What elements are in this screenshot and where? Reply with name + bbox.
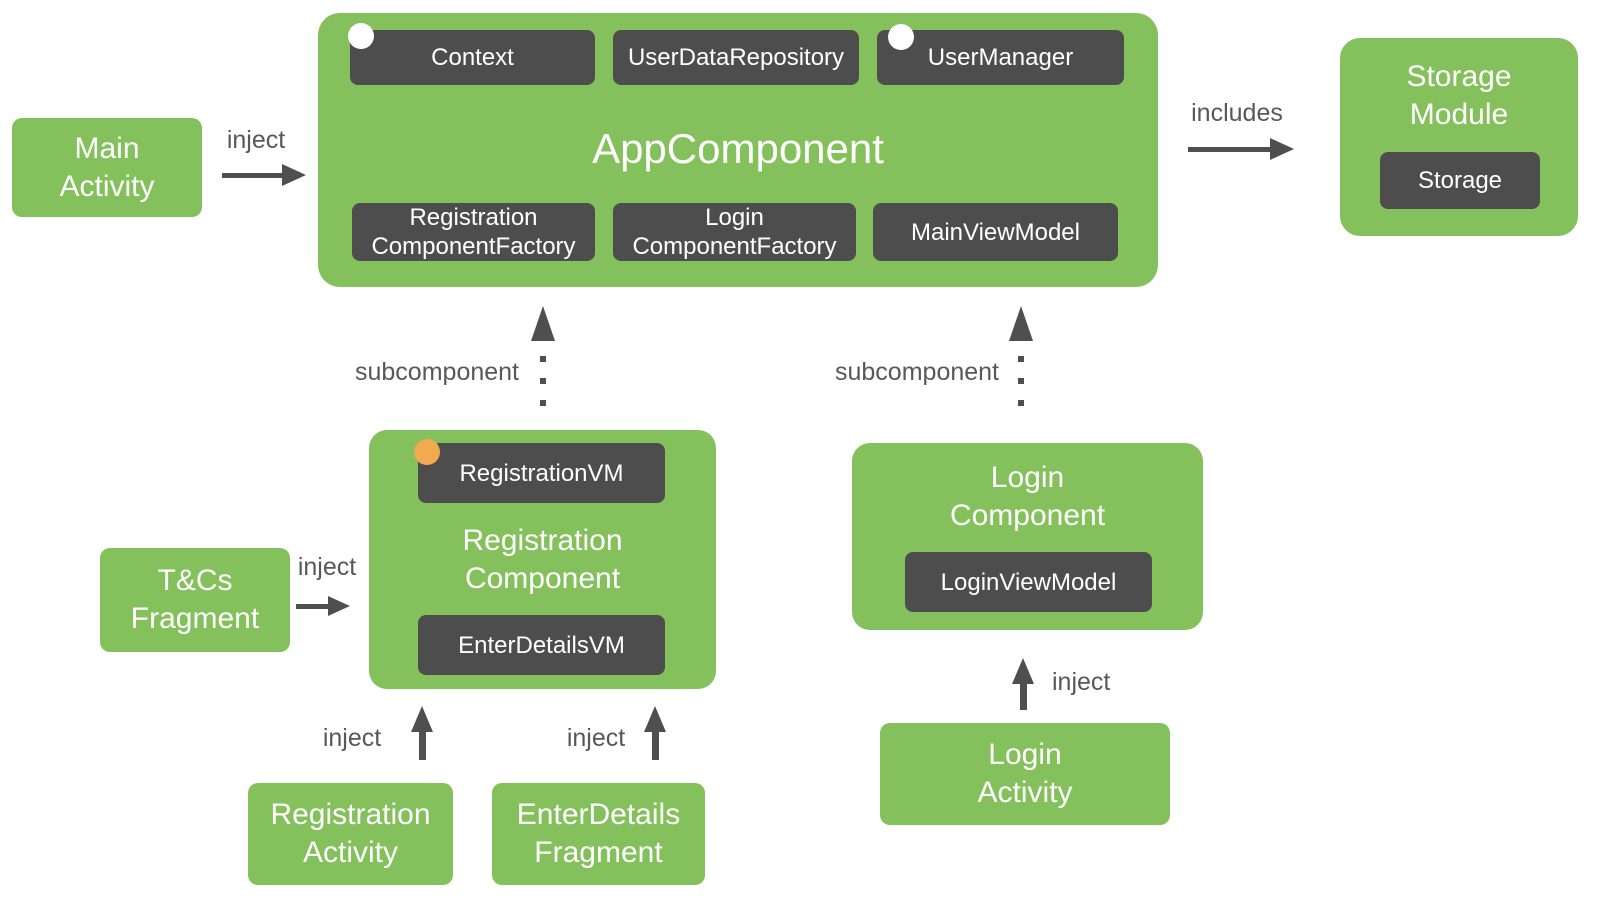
arrow-line xyxy=(1020,684,1027,710)
node-main-view-model: MainViewModel xyxy=(873,203,1118,261)
arrow-head-right-icon xyxy=(282,164,306,186)
node-app-component-title: AppComponent xyxy=(592,125,884,172)
dash-dot xyxy=(1018,378,1024,384)
node-login-view-model: LoginViewModel xyxy=(905,552,1152,612)
dash-dot xyxy=(540,356,546,362)
node-registration-component: RegistrationVM Registration Component En… xyxy=(369,430,716,689)
node-context: Context xyxy=(350,30,595,85)
node-login-view-model-label: LoginViewModel xyxy=(940,568,1117,596)
login-component-label-line2: Component xyxy=(949,499,1106,532)
node-app-component: Context UserDataRepository UserManager A… xyxy=(318,13,1158,287)
edge-label-subcomponent-left: subcomponent xyxy=(355,358,520,386)
node-enter-details-vm: EnterDetailsVM xyxy=(418,615,665,675)
edge-label-includes: includes xyxy=(1191,99,1283,127)
node-main-activity-label-line1: Main xyxy=(74,131,140,165)
enter-details-fragment-label-line1: EnterDetails xyxy=(516,798,681,831)
storage-module-label-line1: Storage xyxy=(1406,60,1512,93)
node-user-manager: UserManager xyxy=(877,30,1124,85)
node-registration-vm-label: RegistrationVM xyxy=(459,459,624,487)
activity-scope-dot-icon xyxy=(414,439,440,465)
dash-dot xyxy=(1018,400,1024,406)
node-registration-vm: RegistrationVM xyxy=(418,443,665,503)
edge-label-subcomponent-right: subcomponent xyxy=(835,358,1000,386)
singleton-scope-dot-icon xyxy=(888,24,914,50)
arrow-line xyxy=(222,173,282,178)
arrow-head-right-icon xyxy=(1270,138,1294,160)
storage-module-label-line2: Module xyxy=(1409,98,1509,131)
login-component-label-line1: Login xyxy=(990,461,1065,494)
node-user-manager-label: UserManager xyxy=(927,44,1074,71)
factory-label-line1: Registration xyxy=(409,204,538,231)
arrow-head-up-icon xyxy=(1009,306,1033,341)
node-storage: Storage xyxy=(1380,152,1540,209)
node-login-component-factory: Login ComponentFactory xyxy=(613,203,856,261)
arrow-head-up-icon xyxy=(531,306,555,341)
node-enter-details-vm-label: EnterDetailsVM xyxy=(458,631,625,659)
edge-label-inject-login-activity: inject xyxy=(1052,668,1111,696)
node-tcs-fragment: T&Cs Fragment xyxy=(100,548,290,652)
node-user-data-repository: UserDataRepository xyxy=(613,30,859,85)
node-user-data-repository-label: UserDataRepository xyxy=(627,44,845,71)
dash-dot xyxy=(1018,356,1024,362)
factory-label-line2: ComponentFactory xyxy=(632,233,837,260)
node-main-activity-label-line2: Activity xyxy=(59,169,155,203)
tcs-fragment-label-line2: Fragment xyxy=(130,602,260,635)
singleton-scope-dot-icon xyxy=(348,23,374,49)
node-storage-module: Storage Module Storage xyxy=(1340,38,1578,236)
node-registration-component-title: Registration Component xyxy=(369,522,716,598)
node-main-view-model-label: MainViewModel xyxy=(911,218,1080,246)
node-login-component: Login Component LoginViewModel xyxy=(852,443,1203,630)
arrow-head-up-icon xyxy=(1012,658,1034,684)
node-storage-label: Storage xyxy=(1417,167,1503,194)
node-context-label: Context xyxy=(431,44,514,71)
tcs-fragment-label-line1: T&Cs xyxy=(157,564,233,597)
node-login-component-title: Login Component xyxy=(852,459,1203,535)
arrow-head-right-icon xyxy=(328,596,350,616)
registration-activity-label-line1: Registration xyxy=(270,798,431,831)
edge-label-inject-tcs: inject xyxy=(297,553,357,581)
edge-label-inject-registration-activity: inject xyxy=(322,724,382,752)
login-activity-label-line2: Activity xyxy=(977,776,1073,809)
login-activity-label-line1: Login xyxy=(988,738,1062,771)
arrow-line xyxy=(652,732,659,760)
enter-details-fragment-label-line2: Fragment xyxy=(534,836,663,869)
node-enter-details-fragment: EnterDetails Fragment xyxy=(492,783,705,885)
dash-dot xyxy=(540,378,546,384)
factory-label-line2: ComponentFactory xyxy=(371,233,576,260)
arrow-head-up-icon xyxy=(644,706,666,732)
edge-label-inject-main: inject xyxy=(226,126,286,154)
node-registration-activity: Registration Activity xyxy=(248,783,453,885)
node-main-activity: Main Activity xyxy=(12,118,202,217)
dash-dot xyxy=(540,400,546,406)
arrow-line xyxy=(296,604,328,609)
edge-label-inject-enter-details: inject xyxy=(566,724,626,752)
factory-label-line1: Login xyxy=(705,204,764,231)
registration-component-label-line2: Component xyxy=(464,562,621,595)
node-registration-component-factory: Registration ComponentFactory xyxy=(352,203,595,261)
arrow-head-up-icon xyxy=(411,706,433,732)
registration-component-label-line1: Registration xyxy=(462,524,623,557)
node-login-activity: Login Activity xyxy=(880,723,1170,825)
arrow-line xyxy=(1188,147,1270,152)
registration-activity-label-line2: Activity xyxy=(302,836,398,869)
node-storage-module-title: Storage Module xyxy=(1340,58,1578,134)
arrow-line xyxy=(419,732,426,760)
